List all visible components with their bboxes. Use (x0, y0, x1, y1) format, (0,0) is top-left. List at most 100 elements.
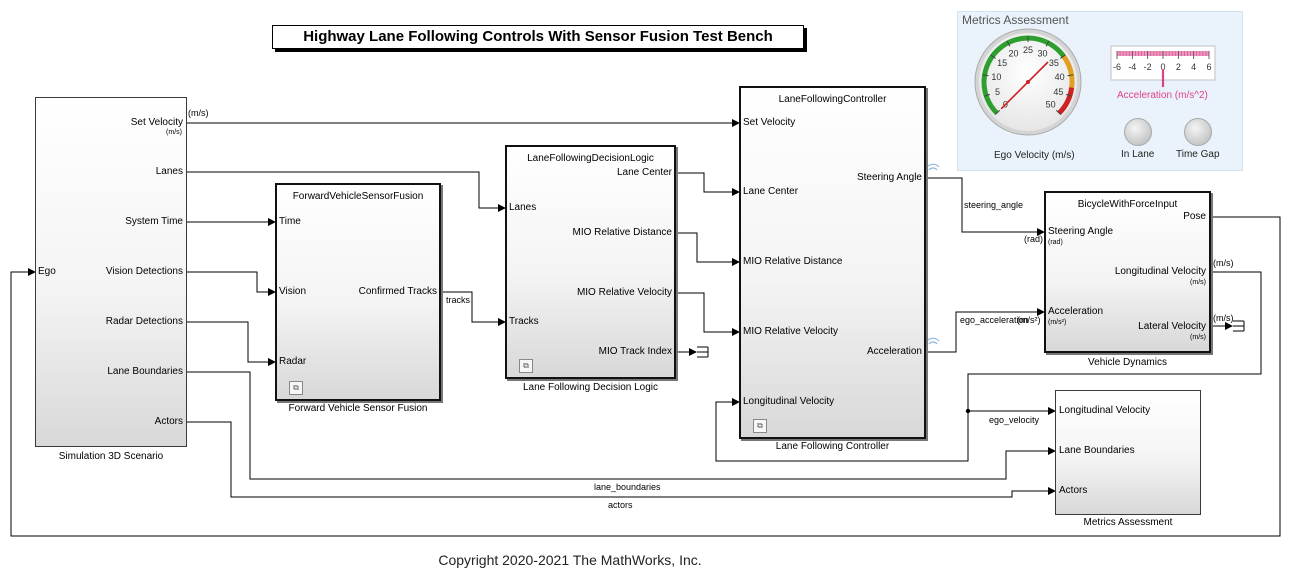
caption-vehicle-dynamics: Vehicle Dynamics (1088, 357, 1167, 368)
signal-logging-icon (926, 163, 940, 171)
terminator-mio-track-index (697, 346, 709, 358)
signal-logging-icon (926, 337, 940, 345)
label-steering-angle: steering_angle (964, 200, 1024, 210)
port-ego: Ego (38, 266, 56, 277)
in-lane-label: In Lane (1121, 149, 1155, 160)
dashboard-title: Metrics Assessment (962, 13, 1069, 27)
port-tracks-in: Tracks (509, 316, 539, 327)
header-bicycle-with-force-input: BicycleWithForceInput (1077, 199, 1178, 210)
port-system-time: System Time (125, 216, 183, 227)
port-time: Time (279, 216, 301, 227)
model-reference-icon: ⧉ (289, 381, 303, 395)
port-pose: Pose (1183, 211, 1206, 222)
header-lane-following-controller: LaneFollowingController (778, 94, 887, 105)
unit-set-velocity: (m/s) (166, 129, 182, 136)
port-lanes: Lanes (155, 166, 183, 177)
port-set-velocity-in: Set Velocity (743, 117, 796, 128)
wire-steering (925, 177, 1045, 236)
block-simulation-3d-scenario[interactable] (35, 97, 187, 447)
label-long-vel-unit: (m/s) (1213, 258, 1234, 268)
gauge-ticks (982, 36, 1074, 115)
label-ego-velocity: ego_velocity (989, 415, 1040, 425)
label-ego-acceleration: ego_acceleration (960, 315, 1029, 325)
linear-gauge-ticks (1116, 51, 1210, 59)
header-forward-vehicle-sensor-fusion: ForwardVehicleSensorFusion (292, 191, 424, 202)
port-lane-center: Lane Center (616, 167, 672, 178)
unit-steering-angle-in: (rad) (1048, 239, 1063, 246)
gauge-tick-label: 30 (1038, 48, 1048, 58)
block-metrics-assessment[interactable] (1055, 390, 1201, 515)
gauge-tick-label: 20 (1008, 48, 1018, 58)
gauge-label: Ego Velocity (m/s) (994, 150, 1075, 161)
branch-point (965, 408, 971, 414)
label-tracks: tracks (446, 295, 471, 305)
port-set-velocity: Set Velocity (130, 117, 183, 128)
label-ego-acceleration-unit: (m/s²) (1017, 315, 1041, 325)
gauge-band-2 (1057, 87, 1075, 115)
caption-lane-following-controller: Lane Following Controller (775, 441, 890, 452)
wire-mio-distance (675, 232, 740, 266)
port-steering-angle-in: Steering Angle (1048, 226, 1114, 237)
gauge-tick-label: 50 (1046, 100, 1056, 110)
port-metrics-lane-boundaries: Lane Boundaries (1059, 445, 1135, 456)
caption-simulation-3d-scenario: Simulation 3D Scenario (58, 451, 164, 462)
port-metrics-longitudinal-velocity: Longitudinal Velocity (1059, 405, 1151, 416)
wire-acceleration (925, 308, 1045, 353)
block-forward-vehicle-sensor-fusion[interactable]: ForwardVehicleSensorFusion ⧉ (275, 183, 441, 401)
wire-vision (186, 271, 276, 296)
gauge-tick (1055, 109, 1061, 115)
wire-mio-velocity (675, 292, 740, 336)
block-lane-following-decision-logic[interactable]: LaneFollowingDecisionLogic ⧉ (505, 145, 676, 379)
block-vehicle-dynamics[interactable]: BicycleWithForceInput (1044, 191, 1211, 353)
wire-pose (10, 216, 1281, 537)
port-mio-relative-velocity: MIO Relative Velocity (576, 287, 672, 298)
gauge-tick-label: 40 (1055, 72, 1065, 82)
gauge-tick (1060, 54, 1066, 59)
gauge-tick (1067, 74, 1074, 77)
port-lateral-velocity-out: Lateral Velocity (1138, 321, 1206, 332)
linear-gauge-tick-label: 4 (1191, 62, 1196, 72)
terminator-lateral-velocity (1233, 320, 1245, 332)
port-mio-relative-distance: MIO Relative Distance (572, 227, 672, 238)
label-steering-unit: (rad) (1024, 234, 1044, 244)
linear-gauge-tick-label: -2 (1144, 62, 1152, 72)
port-mio-velocity-in: MIO Relative Velocity (743, 326, 839, 337)
ego-velocity-gauge: 05101520253035404550 (974, 28, 1082, 136)
block-lane-following-controller[interactable]: LaneFollowingController ⧉ (739, 86, 926, 439)
gauge-needle (1000, 61, 1049, 110)
port-vision-detections: Vision Detections (105, 266, 183, 277)
wire-tracks (440, 291, 506, 326)
linear-gauge-tick-label: 2 (1176, 62, 1181, 72)
gauge-tick (995, 109, 1001, 115)
gauge-tick-label: 5 (995, 87, 1000, 97)
port-mio-track-index: MIO Track Index (598, 346, 672, 357)
model-reference-icon: ⧉ (753, 419, 767, 433)
gauge-tick (984, 93, 991, 97)
label-set-velocity-unit: (m/s) (188, 108, 209, 118)
wire-lane-center (675, 172, 740, 196)
port-steering-angle: Steering Angle (856, 172, 922, 183)
port-radar-detections: Radar Detections (105, 316, 183, 327)
linear-gauge-tick-label: 6 (1206, 62, 1211, 72)
metrics-dashboard-panel[interactable]: Metrics Assessment 05101520253035404550 … (957, 11, 1243, 171)
gauge-tick-label: 10 (991, 72, 1001, 82)
gauge-tick-label: 25 (1023, 45, 1033, 55)
caption-metrics-assessment: Metrics Assessment (1083, 517, 1173, 528)
gauge-tick (1065, 93, 1072, 97)
linear-gauge-tick-label: -6 (1113, 62, 1121, 72)
model-reference-icon: ⧉ (519, 359, 533, 373)
time-gap-lamp (1184, 118, 1212, 146)
port-lanes-in: Lanes (509, 202, 537, 213)
gauge-hub (1026, 80, 1030, 84)
linear-gauge-tick-label: -4 (1128, 62, 1136, 72)
wire-actors (186, 421, 1056, 498)
port-acceleration-in: Acceleration (1048, 306, 1104, 317)
unit-acceleration-in: (m/s²) (1048, 319, 1067, 326)
caption-lane-following-decision-logic: Lane Following Decision Logic (522, 382, 659, 393)
time-gap-label: Time Gap (1176, 149, 1220, 160)
port-acceleration: Acceleration (866, 346, 922, 357)
